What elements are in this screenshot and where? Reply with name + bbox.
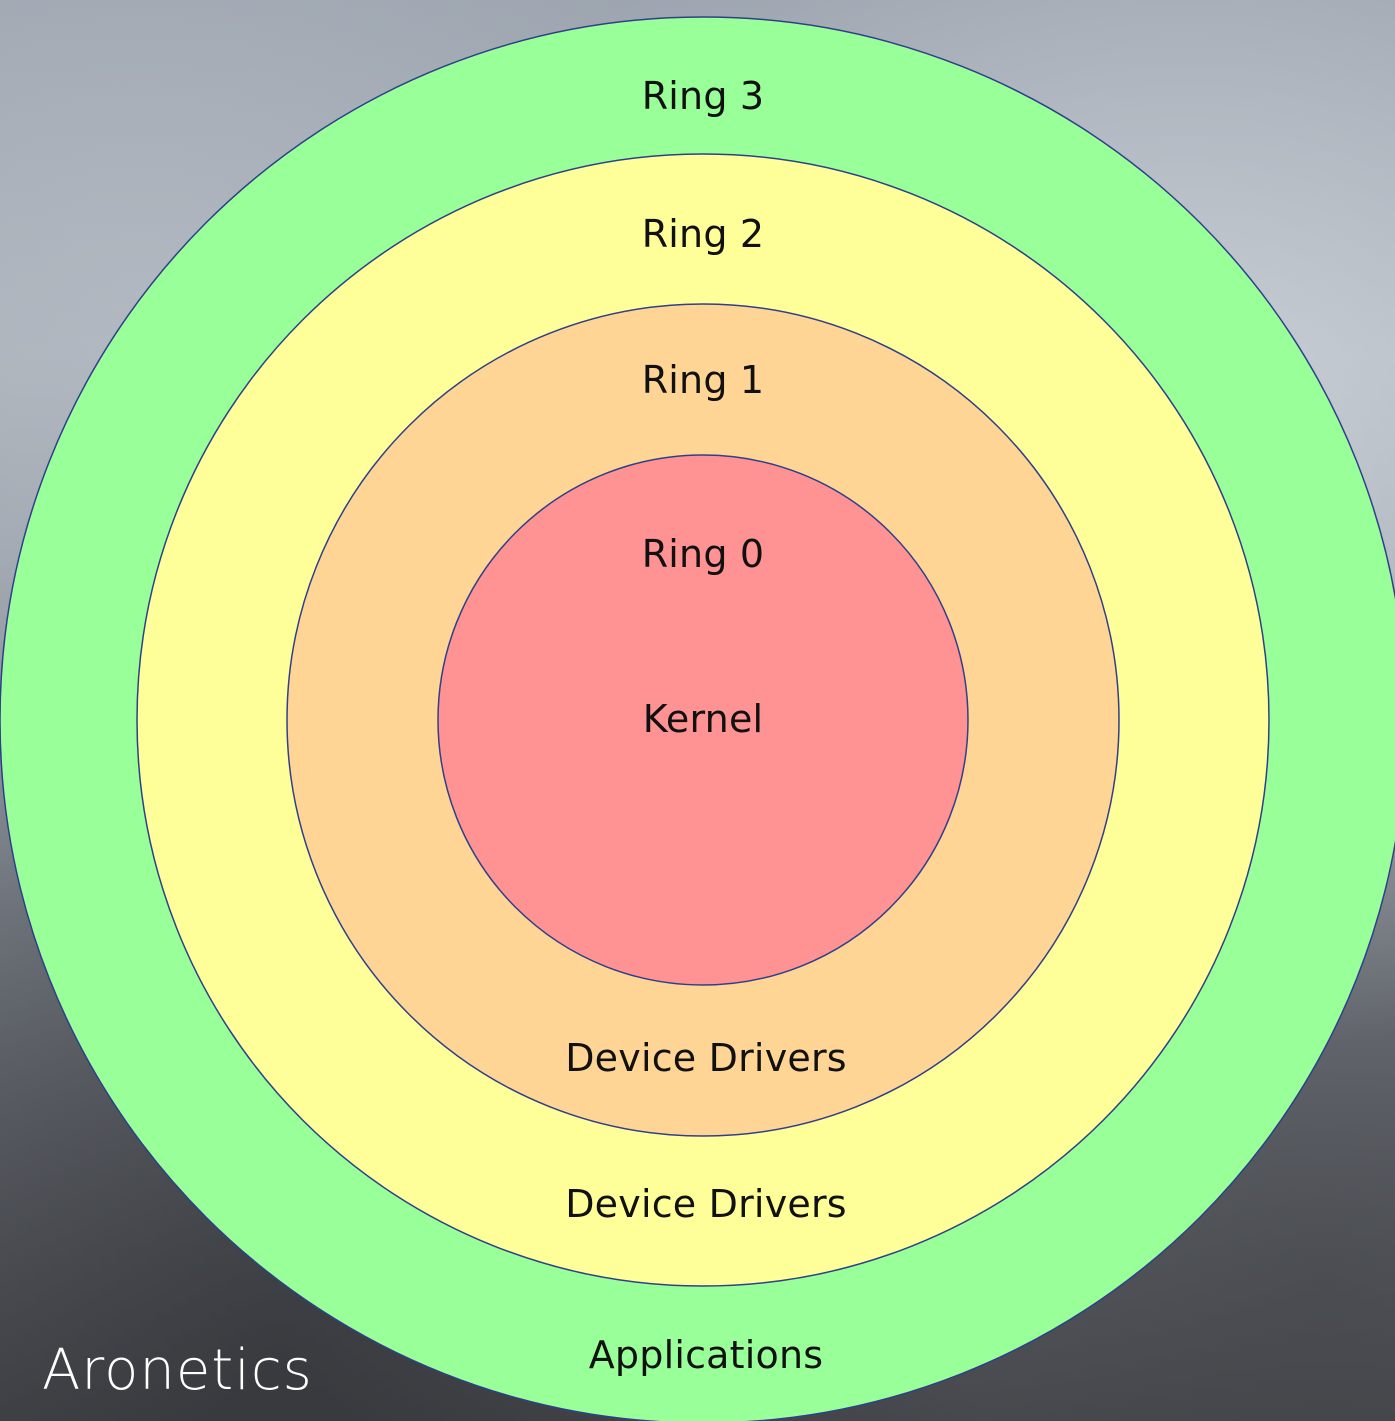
- ring-1-label: Ring 1: [641, 358, 765, 402]
- ring-3-label: Ring 3: [641, 74, 765, 118]
- brand-logo: Aronetics: [42, 1338, 313, 1403]
- ring-0-content: Kernel: [642, 697, 764, 741]
- ring-0-circle: [437, 454, 969, 986]
- ring-1-content: Device Drivers: [565, 1036, 847, 1080]
- ring-2-label: Ring 2: [641, 212, 765, 256]
- ring-0-label: Ring 0: [641, 532, 765, 576]
- ring-2-content: Device Drivers: [565, 1182, 847, 1226]
- ring-3-content: Applications: [588, 1333, 824, 1377]
